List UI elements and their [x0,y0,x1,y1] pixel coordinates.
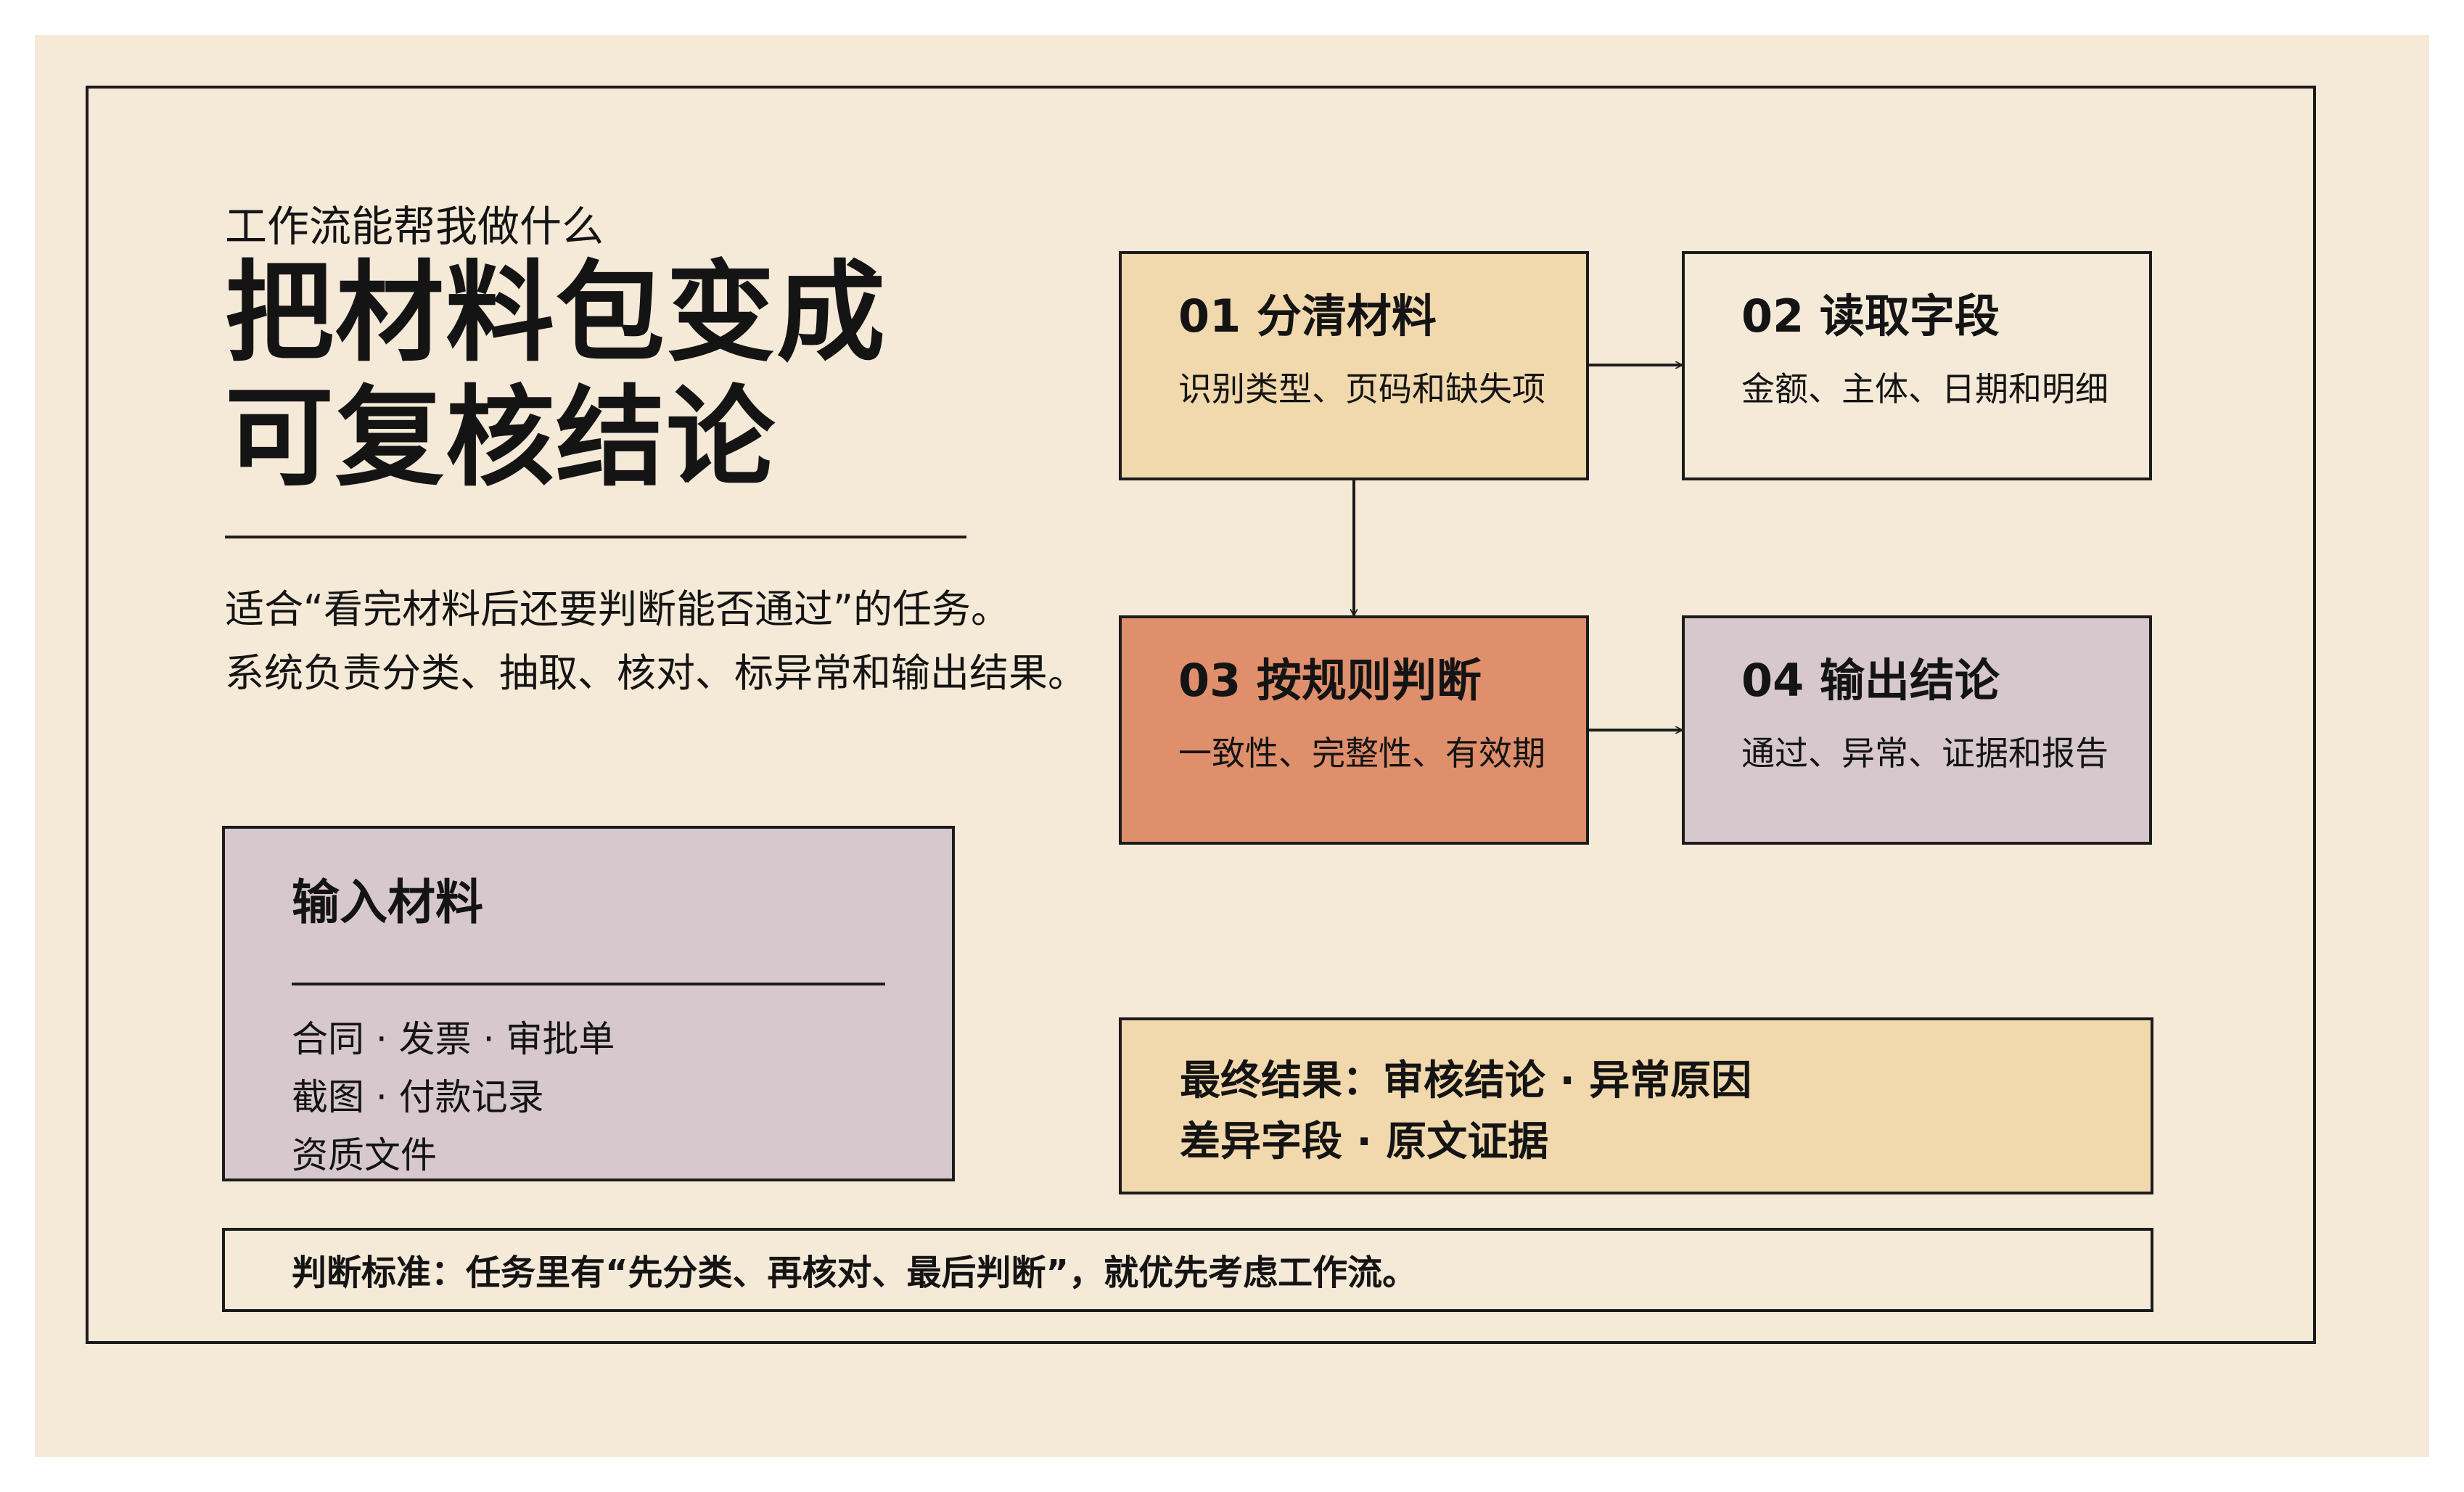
headline-line-1: 把材料包变成 [225,250,887,377]
step-02-subtitle: 金额、主体、日期和明细 [1741,369,2108,409]
step-02-title: 02 读取字段 [1741,290,2000,343]
poster-frame [86,86,2316,1344]
final-result-card: 最终结果：审核结论 · 异常原因 差异字段 · 原文证据 [1119,1017,2153,1194]
input-materials-title: 输入材料 [292,874,483,930]
step-01-title: 01 分清材料 [1178,290,1437,343]
final-result-line-2: 差异字段 · 原文证据 [1180,1118,1549,1165]
step-04-title: 04 输出结论 [1741,654,2000,707]
headline: 把材料包变成 可复核结论 [225,251,887,501]
step-03-subtitle: 一致性、完整性、有效期 [1178,734,1545,773]
description-line-1: 适合“看完材料后还要判断能否通过”的任务。 [225,586,1010,632]
description-line-2: 系统负责分类、抽取、核对、标异常和输出结果。 [225,650,1087,696]
step-03-card: 03 按规则判断 一致性、完整性、有效期 [1119,615,1589,845]
step-02-card: 02 读取字段 金额、主体、日期和明细 [1682,251,2152,480]
eyebrow-text: 工作流能帮我做什么 [225,202,604,251]
final-result-line-1: 最终结果：审核结论 · 异常原因 [1180,1057,1752,1104]
headline-divider [225,536,966,538]
criteria-banner: 判断标准：任务里有“先分类、再核对、最后判断”，就优先考虑工作流。 [222,1228,2153,1312]
input-materials-list: 合同 · 发票 · 审批单 截图 · 付款记录 资质文件 [292,1010,615,1184]
headline-line-2: 可复核结论 [225,375,777,501]
input-materials-line-2: 截图 · 付款记录 [292,1076,544,1118]
input-materials-card: 输入材料 合同 · 发票 · 审批单 截图 · 付款记录 资质文件 [222,826,955,1181]
input-materials-line-3: 资质文件 [292,1134,437,1176]
step-04-card: 04 输出结论 通过、异常、证据和报告 [1682,615,2152,845]
step-04-subtitle: 通过、异常、证据和报告 [1741,734,2108,773]
step-03-title: 03 按规则判断 [1178,654,1482,707]
step-01-card: 01 分清材料 识别类型、页码和缺失项 [1119,251,1589,480]
input-materials-divider [292,983,885,985]
criteria-text: 判断标准：任务里有“先分类、再核对、最后判断”，就优先考虑工作流。 [292,1253,1418,1293]
input-materials-line-1: 合同 · 发票 · 审批单 [292,1018,615,1060]
step-01-subtitle: 识别类型、页码和缺失项 [1178,369,1545,409]
description: 适合“看完材料后还要判断能否通过”的任务。 系统负责分类、抽取、核对、标异常和输… [225,578,1087,705]
